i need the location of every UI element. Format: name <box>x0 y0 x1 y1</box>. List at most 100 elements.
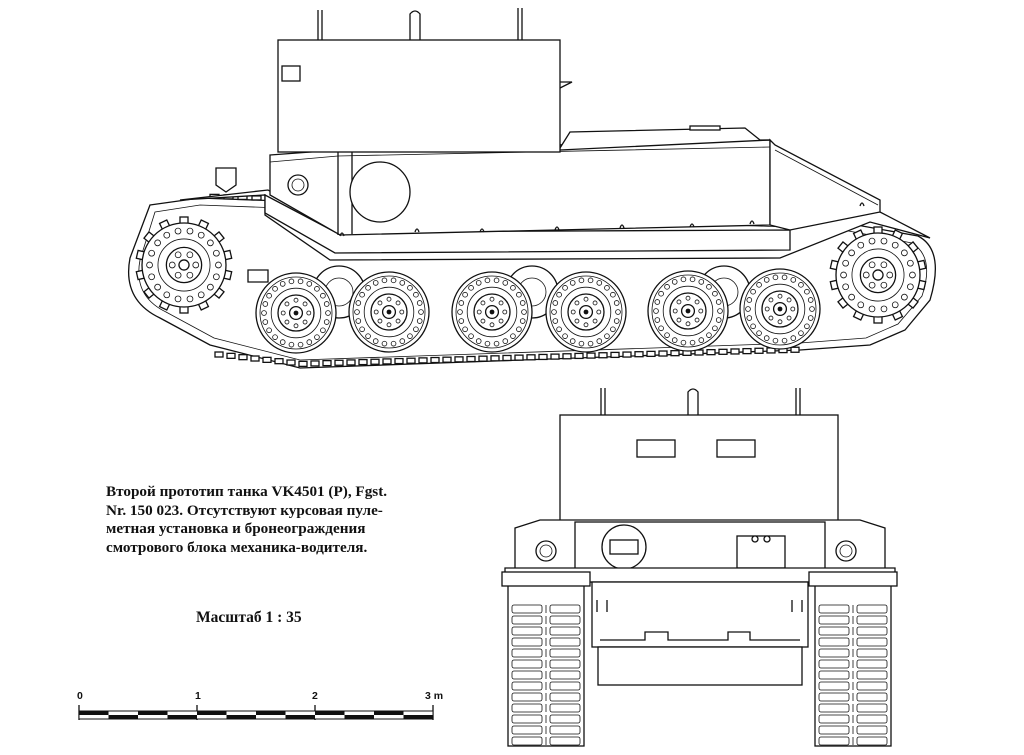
track-link <box>370 358 380 365</box>
track-link <box>418 357 428 364</box>
scale-segment <box>79 711 109 715</box>
track-link <box>730 348 740 355</box>
front-superstructure <box>559 414 839 524</box>
road-wheel <box>647 270 729 352</box>
caption-line-4: смотрового блока механика-водителя. <box>106 538 368 556</box>
front-track-unit <box>808 571 898 747</box>
side-hull-body <box>269 139 771 236</box>
front-headlamp-right <box>835 540 857 562</box>
track-link <box>754 347 764 354</box>
track-link <box>334 359 344 366</box>
track-link <box>394 357 404 365</box>
track-link <box>670 350 680 357</box>
side-front-glacis <box>769 138 881 231</box>
scale-segment <box>374 711 404 715</box>
scale-tick-2: 2 <box>312 690 318 702</box>
scale-segment <box>285 715 315 719</box>
road-wheel <box>255 272 337 354</box>
track-link <box>562 353 572 360</box>
track-link <box>574 352 584 360</box>
track-link <box>706 349 716 356</box>
track-link <box>214 351 224 358</box>
track-link <box>658 350 668 357</box>
scale-tick-3: 3 m <box>425 690 444 702</box>
scale-segment <box>256 711 286 715</box>
caption-line-2: Nr. 150 023. Отсутствуют курсовая пуле- <box>106 501 383 519</box>
side-pistol-port <box>287 174 309 196</box>
front-vision-port-right <box>716 439 756 458</box>
track-link <box>251 195 262 201</box>
side-handle <box>409 10 421 40</box>
track-link <box>538 353 548 361</box>
track-link <box>490 355 500 362</box>
scale-segment <box>138 711 168 715</box>
track-link <box>718 348 728 355</box>
scale-segment <box>197 711 227 715</box>
track-link <box>550 353 560 360</box>
side-vision-port <box>281 65 301 82</box>
front-track-unit <box>501 571 591 747</box>
track-link <box>322 359 332 367</box>
scale-segment <box>167 715 197 719</box>
road-wheel <box>739 268 821 350</box>
track-link <box>382 358 392 365</box>
track-link <box>442 356 452 363</box>
idler-wheel <box>829 226 927 324</box>
track-link <box>238 354 248 361</box>
side-drive-sprocket <box>135 216 233 314</box>
track-link <box>586 352 596 359</box>
side-headlamp <box>215 167 237 193</box>
road-wheel <box>545 271 627 353</box>
front-vision-port-left <box>636 439 676 458</box>
track-link <box>346 359 356 366</box>
track-link <box>790 346 800 353</box>
road-wheel <box>451 271 533 353</box>
track-link <box>310 360 320 367</box>
track-link <box>610 351 620 359</box>
road-wheel <box>348 271 430 353</box>
front-plate <box>736 535 786 569</box>
track-link <box>478 355 488 362</box>
track-link <box>358 358 368 366</box>
drive-sprocket <box>135 216 233 314</box>
track-link <box>742 347 752 355</box>
scale-tick-1: 1 <box>195 690 201 702</box>
scale-segment <box>315 711 345 715</box>
track-link <box>634 351 644 358</box>
scale-segment <box>344 715 374 719</box>
caption-line-3: метная установка и бронеограждения <box>106 520 366 538</box>
scale-tick-0: 0 <box>77 690 83 702</box>
scale-segment <box>226 715 256 719</box>
front-track-assemblies <box>501 571 898 747</box>
track-link <box>430 356 440 364</box>
track-link <box>226 352 236 359</box>
front-headlamp-left <box>535 540 557 562</box>
scale-bar <box>78 705 434 720</box>
track-link <box>598 352 608 359</box>
side-idler-wheel <box>829 226 927 324</box>
track-link <box>526 354 536 361</box>
side-superstructure <box>277 39 561 153</box>
track-link <box>454 356 464 363</box>
side-view <box>128 8 936 369</box>
scale-segment <box>108 715 138 719</box>
side-round-hatch <box>349 161 411 223</box>
scale-segment <box>403 715 433 719</box>
front-view <box>501 388 898 747</box>
track-link <box>286 359 296 366</box>
suspension-bracket <box>247 269 269 283</box>
scale-bar-segments <box>79 711 433 719</box>
track-link <box>250 355 260 362</box>
track-link <box>514 354 524 361</box>
track-link <box>274 358 284 365</box>
track-link <box>262 356 272 363</box>
caption-line-1: Второй прототип танка VK4501 (P), Fgst. <box>106 483 388 500</box>
drawing-caption: Второй прототип танка VK4501 (P), Fgst. … <box>106 483 436 557</box>
scale-label: Масштаб 1 : 35 <box>196 609 302 626</box>
track-link <box>502 354 512 362</box>
track-link <box>466 355 476 363</box>
track-link <box>298 360 308 368</box>
track-link <box>406 357 416 364</box>
side-road-wheels <box>255 268 821 354</box>
